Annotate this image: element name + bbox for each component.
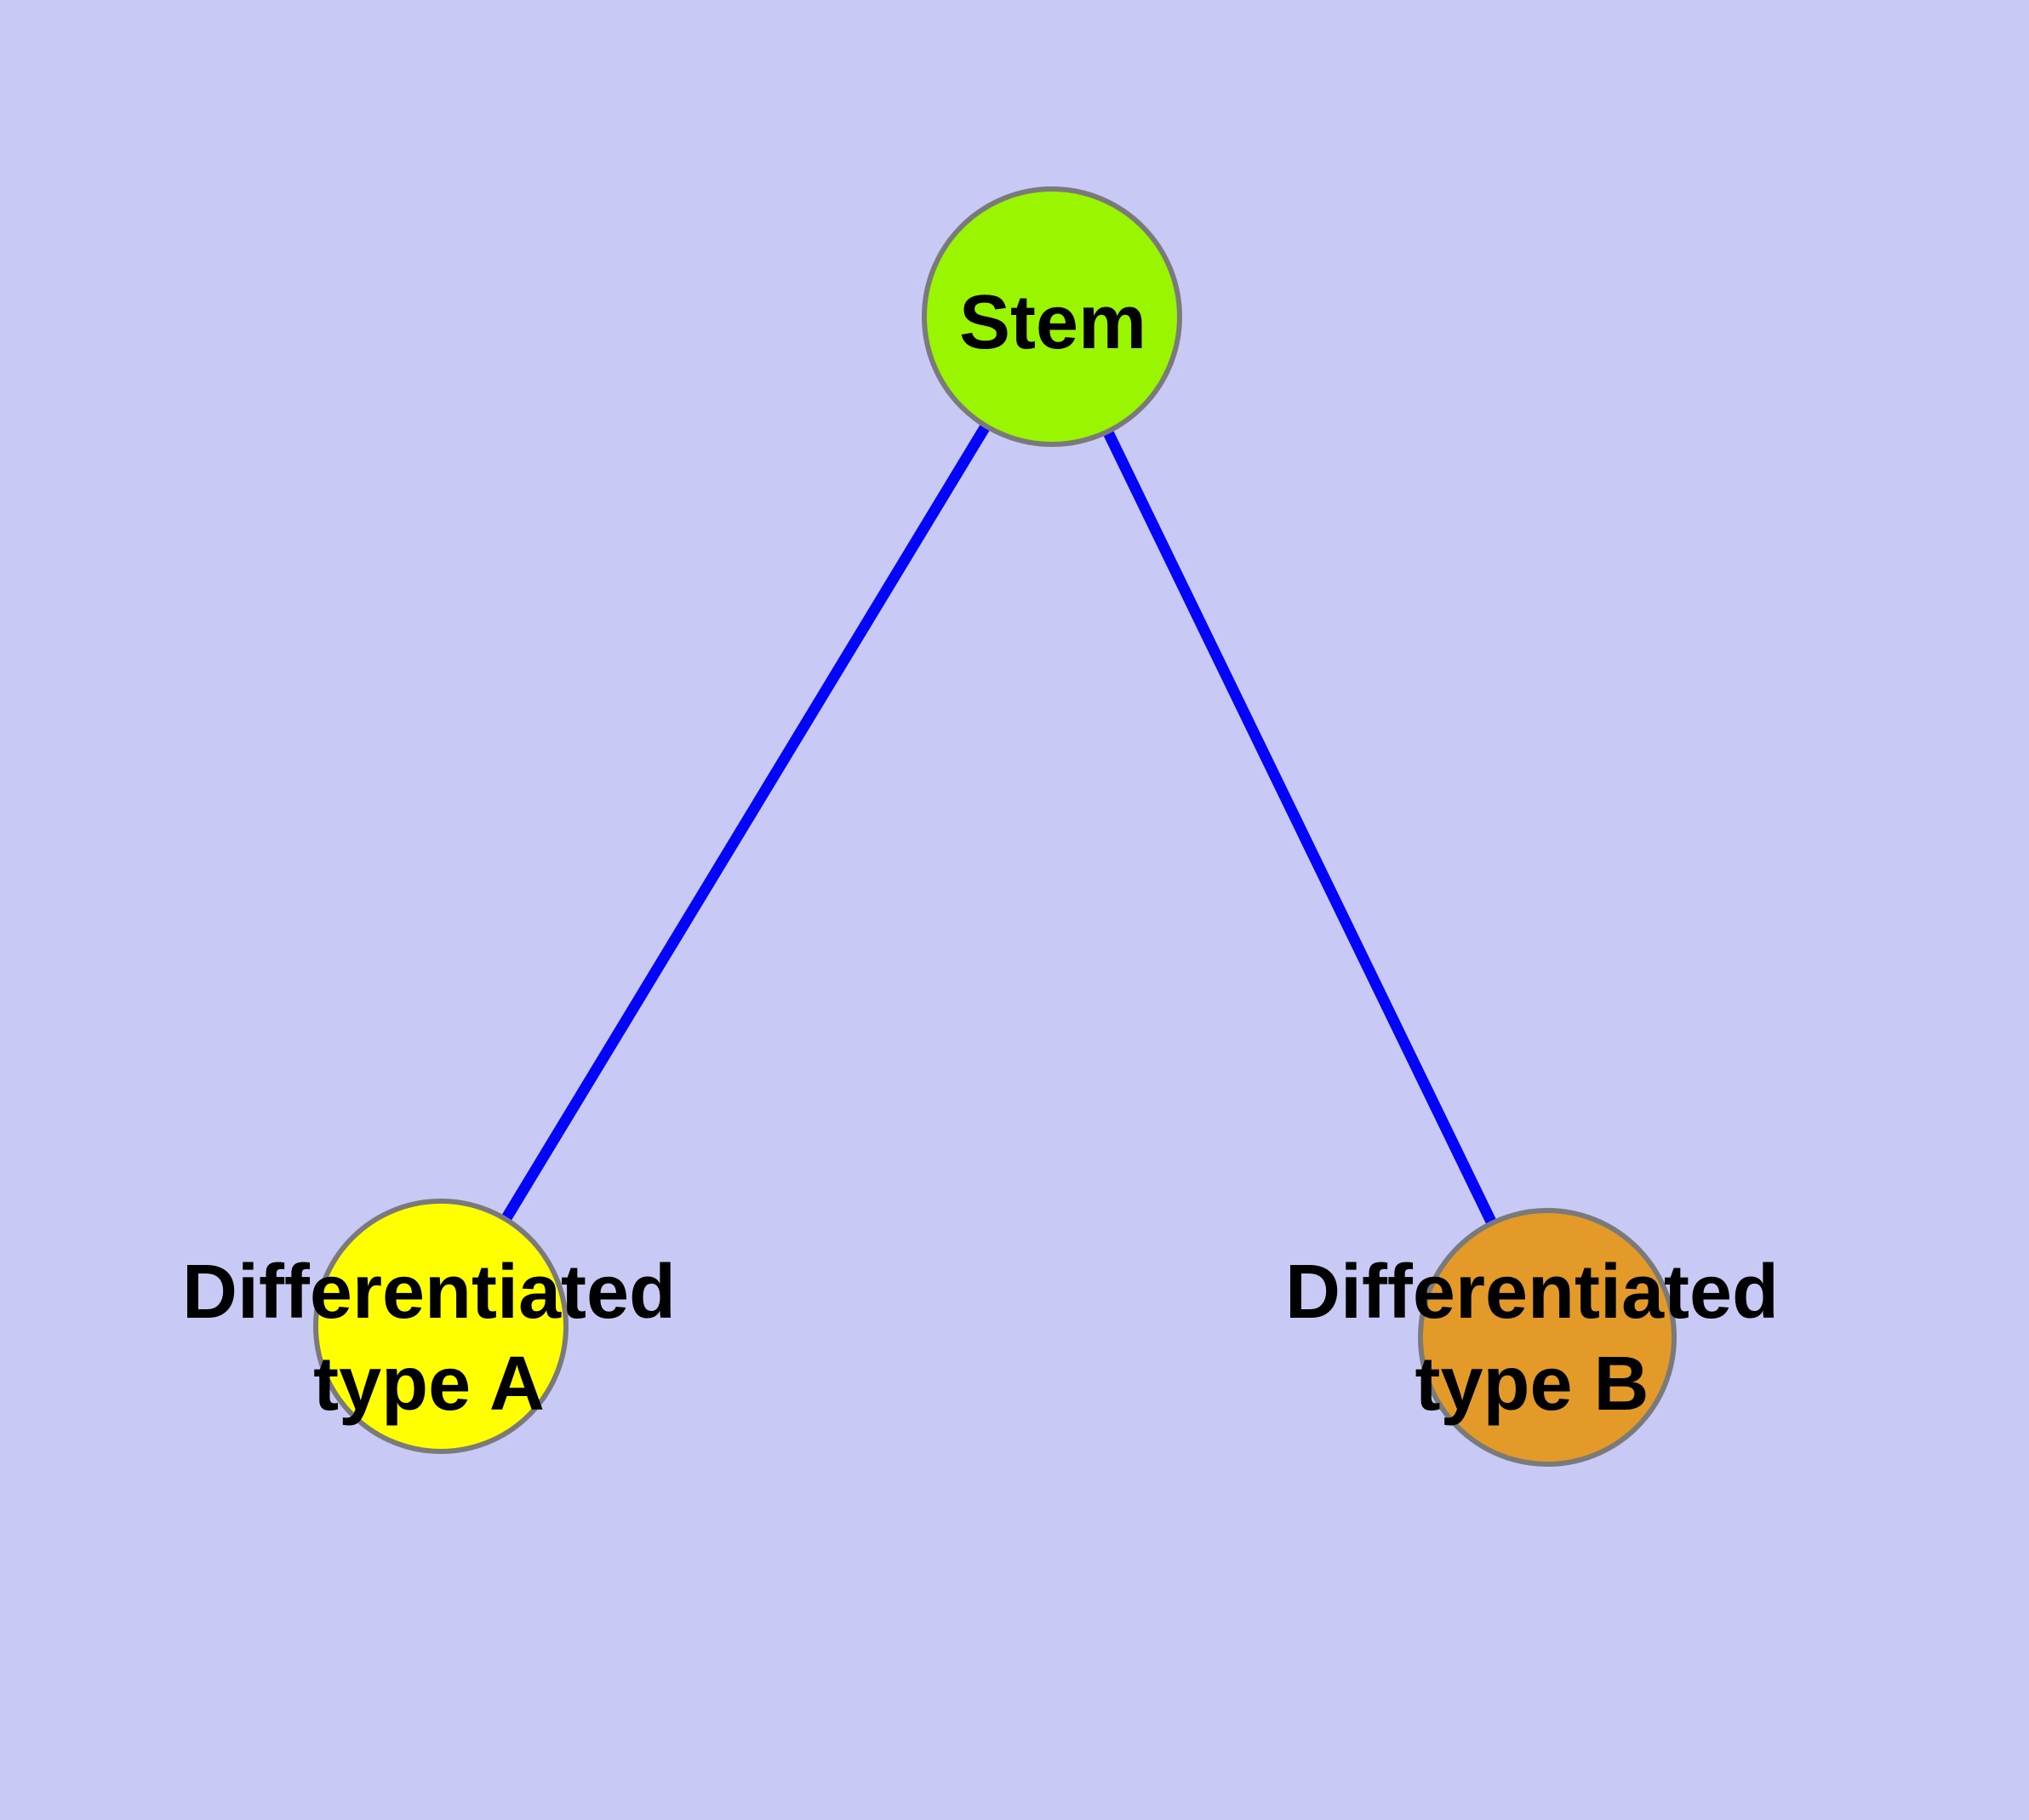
- edge-stem-to-type-a: [436, 313, 1057, 1330]
- node-stem-label: Stem: [959, 280, 1146, 365]
- node-differentiated-type-b-label-line2: type B: [1415, 1342, 1649, 1427]
- edge-stem-to-type-b: [1047, 314, 1552, 1340]
- node-differentiated-type-a-label-line2: type A: [313, 1342, 545, 1427]
- node-differentiated-type-b-label-line1: Differentiated: [1285, 1250, 1779, 1335]
- node-differentiated-type-a-circle: [313, 1199, 569, 1454]
- node-stem-circle: [922, 186, 1182, 447]
- node-differentiated-type-b-circle: [1418, 1208, 1677, 1467]
- node-differentiated-type-a-label-line1: Differentiated: [182, 1250, 676, 1335]
